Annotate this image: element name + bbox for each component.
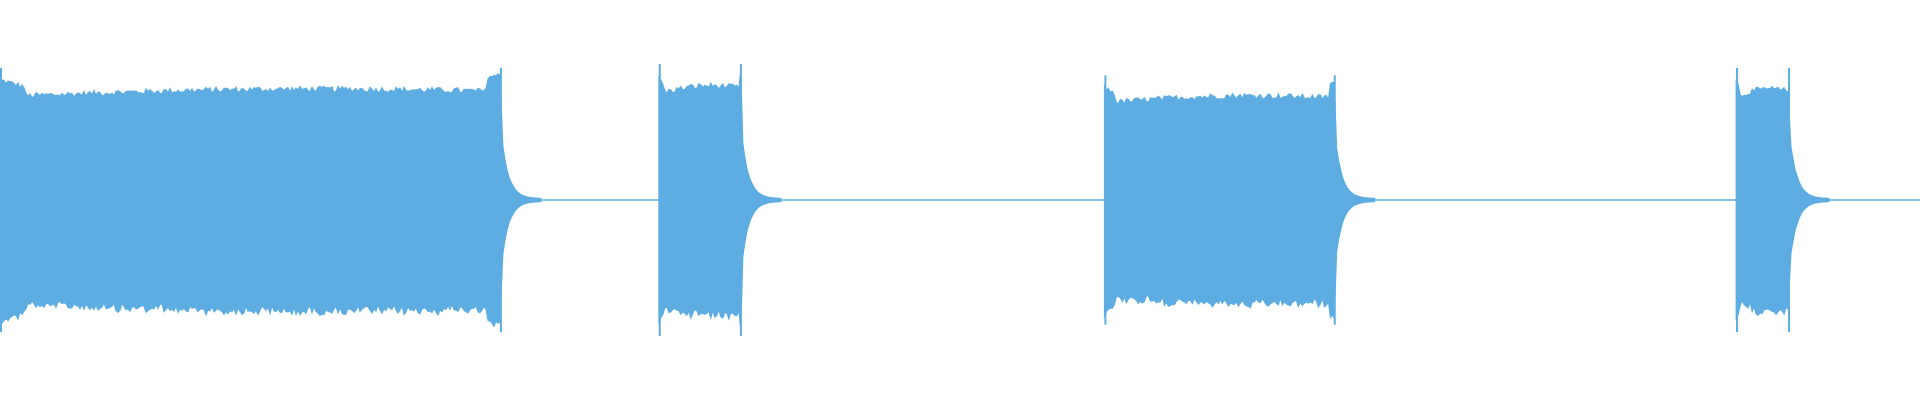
waveform-burst-2 [658,69,782,332]
waveform-segments [0,64,1830,336]
waveform-burst-1 [0,73,542,328]
waveform-burst-4 [1735,79,1830,321]
waveform-burst-3 [1103,81,1376,320]
